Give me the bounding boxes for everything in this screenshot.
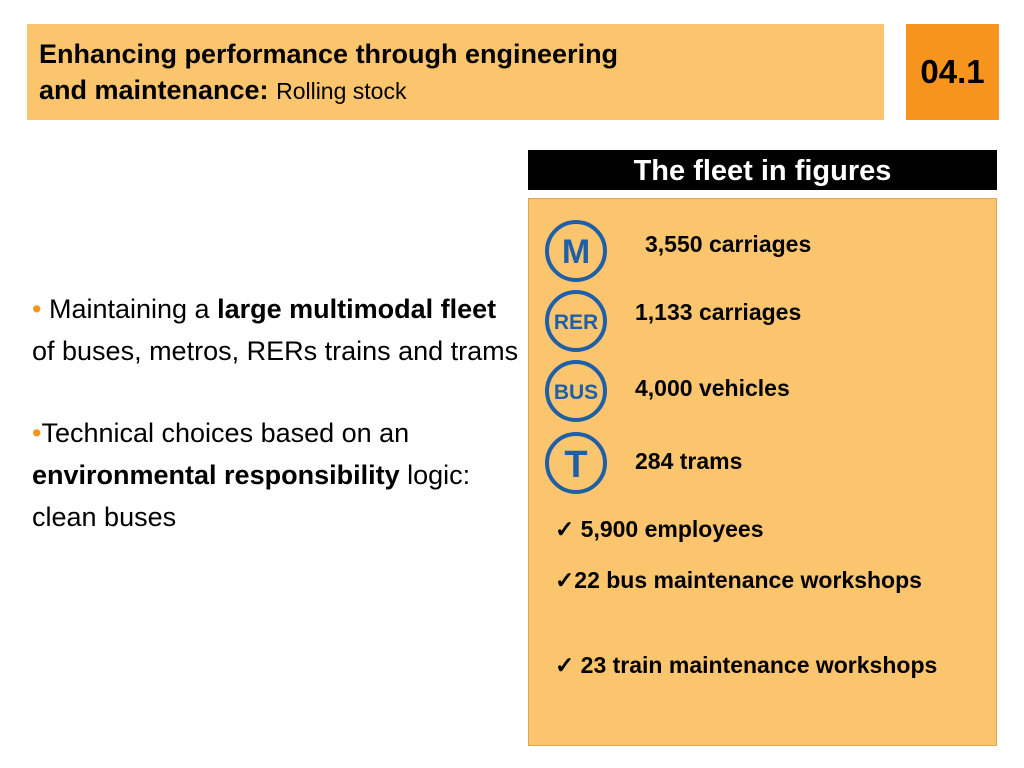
slide-title-box: Enhancing performance through engineerin… (27, 24, 884, 120)
title-subtitle: Rolling stock (276, 78, 407, 104)
bus-figure: 4,000 vehicles (635, 375, 790, 401)
metro-figure: 3,550 carriages (645, 231, 812, 257)
title-line-2-bold: and maintenance: (39, 75, 269, 105)
tram-logo-text: T (564, 444, 587, 486)
section-number: 04.1 (906, 24, 999, 120)
check-text: 5,900 employees (574, 516, 764, 542)
bullet-marker: • (32, 418, 42, 448)
title-line-1: Enhancing performance through engineerin… (39, 39, 619, 69)
bullet-fleet: • Maintaining a large multimodal fleet o… (32, 288, 522, 372)
bullet-emphasis: large multimodal fleet (217, 294, 497, 324)
bullet-text: Maintaining a (41, 294, 218, 324)
tram-figure: 284 trams (635, 448, 743, 474)
fleet-panel: M 3,550 carriages RER 1,133 carriages BU… (528, 198, 997, 746)
tram-logo-icon: T (544, 431, 608, 495)
bullet-text: logic: clean buses (32, 460, 471, 532)
bullet-emphasis: environmental responsibility (32, 460, 400, 490)
check-icon: ✓ (555, 652, 575, 678)
check-bus-workshops: ✓22 bus maintenance workshops (555, 563, 975, 597)
bullet-marker: • (32, 294, 42, 324)
bullet-text: Technical choices based on an (41, 418, 410, 448)
check-icon: ✓ (555, 567, 575, 593)
fleet-header: The fleet in figures (528, 150, 997, 190)
check-text: 22 bus maintenance workshops (574, 567, 922, 593)
bus-logo-text: BUS (554, 381, 598, 404)
check-text: 23 train maintenance workshops (574, 652, 938, 678)
rer-logo-text: RER (554, 311, 598, 334)
bus-logo-icon: BUS (544, 359, 608, 423)
title-line-2: and maintenance: Rolling stock (39, 72, 884, 109)
metro-logo-text: M (562, 233, 590, 271)
check-employees: ✓ 5,900 employees (555, 512, 975, 546)
rer-figure: 1,133 carriages (635, 299, 802, 325)
check-icon: ✓ (555, 516, 575, 542)
metro-logo-icon: M (544, 219, 608, 283)
check-train-workshops: ✓ 23 train maintenance workshops (555, 648, 975, 682)
rer-logo-icon: RER (544, 289, 608, 353)
bullet-technical: •Technical choices based on an environme… (32, 412, 522, 538)
bullet-text: of buses, metros, RERs trains and trams (32, 336, 519, 366)
bullet-list: • Maintaining a large multimodal fleet o… (32, 288, 522, 538)
